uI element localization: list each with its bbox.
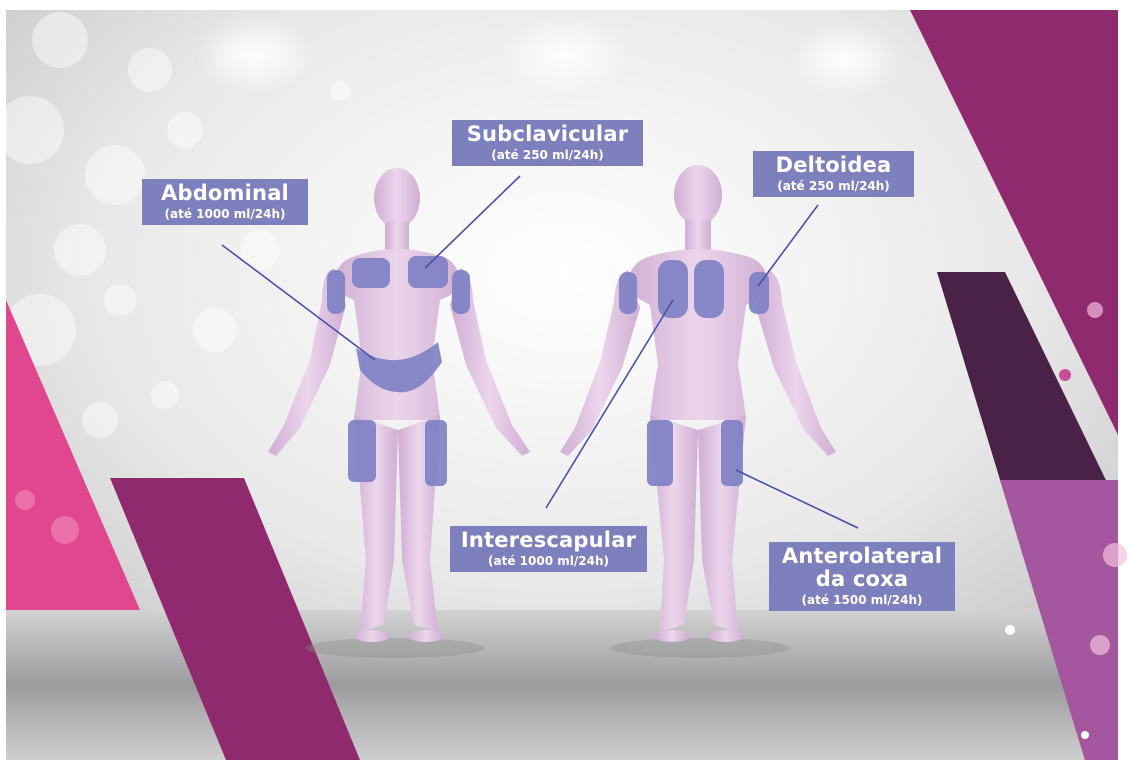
site-subclavicular-right [408,256,448,288]
label-subclavicular-title: Subclavicular [459,123,636,146]
label-interescapular-title: Interescapular [457,529,640,552]
label-interescapular: Interescapular (até 1000 ml/24h) [450,526,647,572]
back-head [674,165,722,225]
site-deltoid-front-right [452,270,470,314]
shadow-back-figure [610,638,790,658]
front-head [374,168,420,228]
label-anterolateral-title-line1: Anterolateral [776,545,948,568]
label-abdominal: Abdominal (até 1000 ml/24h) [142,179,308,225]
label-subclavicular: Subclavicular (até 250 ml/24h) [452,120,643,166]
site-thigh-front-left [348,420,376,482]
site-deltoid-back-left [619,272,637,314]
label-abdominal-volume: (até 1000 ml/24h) [149,207,301,221]
site-subclavicular-left [352,258,390,288]
site-thigh-back-right [721,420,743,486]
label-deltoidea-title: Deltoidea [760,154,907,177]
back-neck [685,220,711,254]
label-anterolateral-volume: (até 1500 ml/24h) [776,593,948,607]
label-subclavicular-volume: (até 250 ml/24h) [459,148,636,162]
site-deltoid-back-right [749,272,769,314]
label-deltoidea: Deltoidea (até 250 ml/24h) [753,151,914,197]
back-right-foot [708,630,744,642]
label-interescapular-volume: (até 1000 ml/24h) [457,554,640,568]
label-abdominal-title: Abdominal [149,182,301,205]
label-anterolateral-title-line2: da coxa [776,568,948,591]
site-thigh-back-left [647,420,673,486]
site-deltoid-front-left [327,270,345,314]
site-interscapular-right [694,260,724,318]
site-thigh-front-right [425,420,447,486]
site-interscapular-left [658,260,688,318]
shadow-front-figure [305,638,485,658]
back-left-foot [654,630,690,642]
label-anterolateral: Anterolateral da coxa (até 1500 ml/24h) [769,542,955,611]
front-left-foot [354,630,390,642]
studio-floor [6,610,1118,760]
front-right-foot [408,630,444,642]
label-deltoidea-volume: (até 250 ml/24h) [760,179,907,193]
